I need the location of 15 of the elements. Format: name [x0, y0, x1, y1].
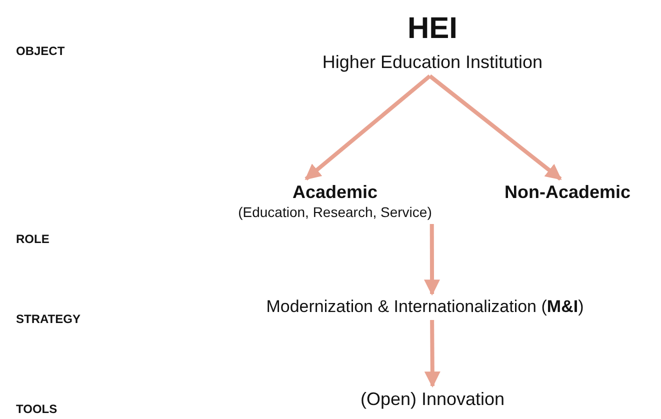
node-text: Higher Education Institution: [322, 52, 543, 73]
row-label: STRATEGY: [16, 312, 80, 326]
arrow: [428, 74, 562, 181]
node-heading: HEI: [407, 12, 458, 46]
node-text: Non-Academic: [504, 182, 631, 203]
arrow: [424, 224, 440, 296]
node-text: Modernization & Internationalization (M&I): [266, 297, 584, 317]
row-label: ROLE: [16, 232, 50, 246]
node-text: (Open) Innovation: [360, 389, 505, 410]
row-label: TOOLS: [16, 402, 58, 416]
node-text: (Education, Research, Service): [238, 204, 432, 220]
row-label: OBJECT: [16, 44, 65, 58]
node-heading: Academic: [292, 182, 378, 203]
arrow: [424, 320, 440, 388]
arrow: [304, 74, 432, 181]
